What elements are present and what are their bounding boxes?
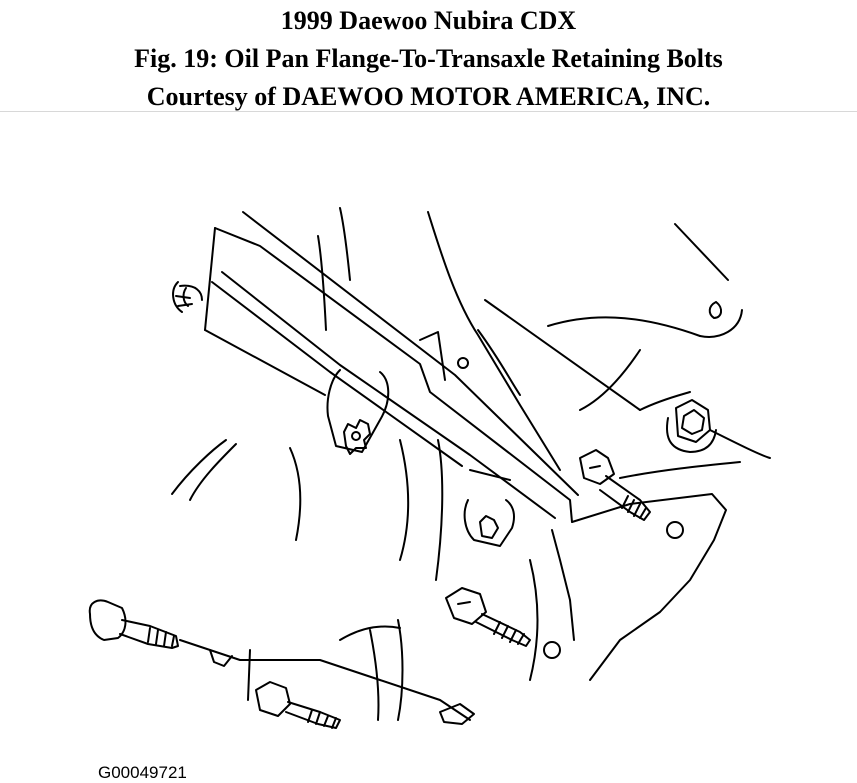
oil-pan-flange bbox=[204, 207, 641, 523]
transaxle-housing bbox=[547, 223, 771, 479]
upper-boss-with-bolt bbox=[326, 357, 469, 455]
lower-housing bbox=[171, 439, 475, 725]
figure-header: 1999 Daewoo Nubira CDX Fig. 19: Oil Pan … bbox=[0, 0, 857, 112]
oil-pan-transaxle-illustration bbox=[88, 207, 771, 729]
middle-boss-with-bolt bbox=[463, 469, 515, 547]
figure-id-label: G00049721 bbox=[98, 763, 187, 782]
bolt-lower-left bbox=[88, 599, 179, 649]
hex-nut bbox=[666, 399, 717, 453]
bolt-middle bbox=[445, 587, 531, 647]
mounting-bracket bbox=[529, 493, 727, 681]
figure-caption: Fig. 19: Oil Pan Flange-To-Transaxle Ret… bbox=[134, 44, 723, 73]
document-title: 1999 Daewoo Nubira CDX bbox=[280, 6, 577, 35]
left-edge-fitting bbox=[172, 281, 203, 313]
bolt-upper-right bbox=[579, 449, 651, 521]
courtesy-line: Courtesy of DAEWOO MOTOR AMERICA, INC. bbox=[146, 82, 711, 111]
bolt-lower-center bbox=[255, 681, 341, 729]
line-drawing-area bbox=[0, 112, 857, 777]
